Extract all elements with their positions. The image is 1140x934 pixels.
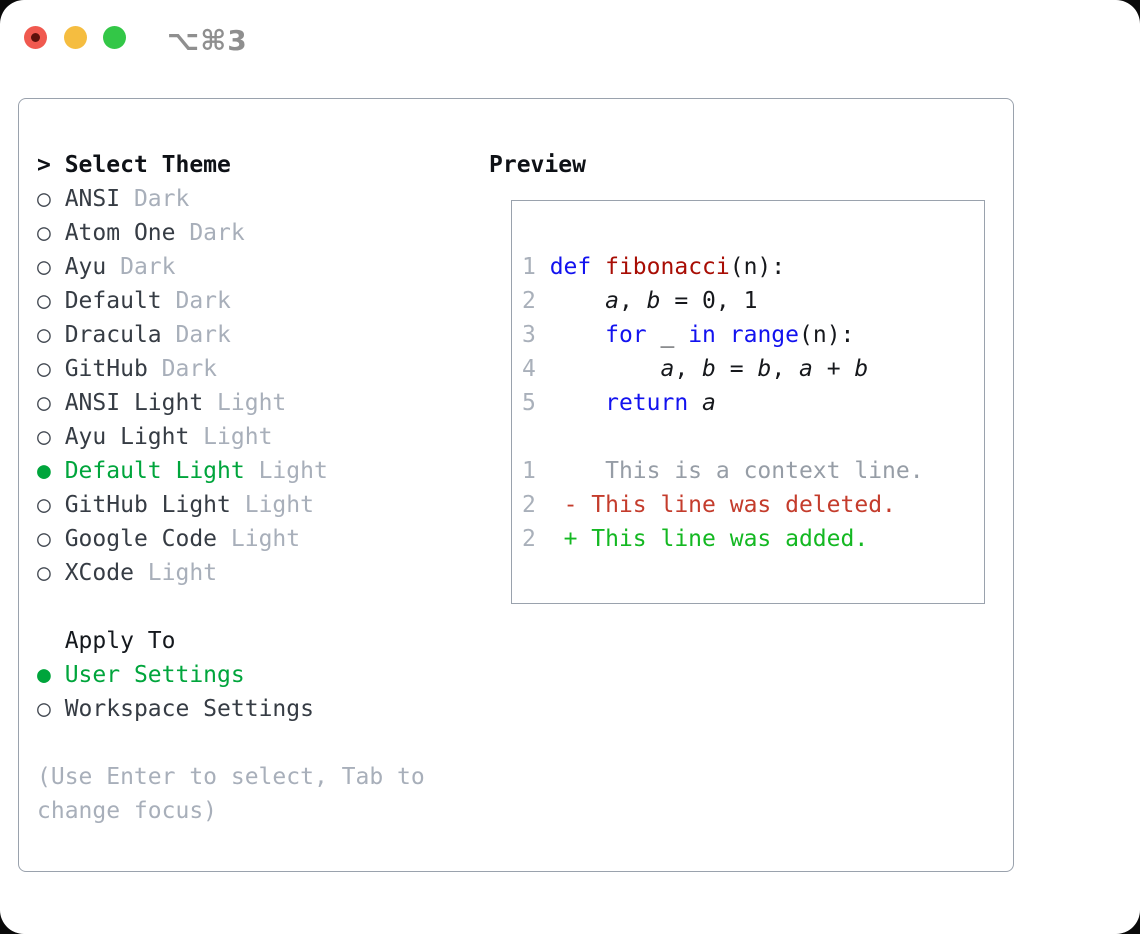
theme-option-ayu-light[interactable]: ○ Ayu Light Light [37,420,425,454]
option-label: Default Light [64,458,245,484]
code-line: 1 def fibonacci(n): [522,254,786,280]
theme-list-header: > Select Theme [37,148,425,182]
apply-to-header: Apply To [37,624,425,658]
radio-selected-icon: ● [37,662,65,688]
option-variant: Light [230,492,314,518]
radio-icon: ○ [37,424,65,450]
line-number: 1 [522,458,536,484]
radio-icon: ○ [37,560,65,586]
theme-option-default-light[interactable]: ● Default Light Light [37,454,425,488]
option-variant: Light [133,560,218,586]
radio-icon: ○ [37,526,65,552]
line-number: 4 [522,356,550,382]
radio-icon: ○ [37,254,65,280]
option-variant: Light [244,458,328,484]
code-line: 2 a, b = 0, 1 [522,288,758,314]
spacer [37,726,425,760]
option-label: ANSI Light [64,390,204,416]
prompt-icon: > [37,152,65,178]
radio-icon: ○ [37,492,65,518]
code-line [522,420,984,454]
theme-option-ansi-light[interactable]: ○ ANSI Light Light [37,386,425,420]
theme-option-github-light[interactable]: ○ GitHub Light Light [37,488,425,522]
code-line: 2 - This line was deleted. [522,492,896,518]
option-label: Google Code [64,526,218,552]
code-preview: 1 def fibonacci(n): 2 a, b = 0, 1 3 for _ … [522,250,984,556]
radio-icon: ○ [37,356,65,382]
option-label: Ayu [64,254,107,280]
theme-option-xcode[interactable]: ○ XCode Light [37,556,425,590]
theme-option-ansi[interactable]: ○ ANSI Dark [37,182,425,216]
zoom-button[interactable] [103,26,126,49]
apply-option-workspace-settings[interactable]: ○ Workspace Settings [37,692,425,726]
radio-selected-icon: ● [37,458,65,484]
option-label: Default [64,288,162,314]
theme-option-ayu[interactable]: ○ Ayu Dark [37,250,425,284]
option-label: Workspace Settings [64,696,314,722]
theme-option-github[interactable]: ○ GitHub Dark [37,352,425,386]
option-variant: Dark [161,288,231,314]
theme-option-atom-one[interactable]: ○ Atom One Dark [37,216,425,250]
option-label: GitHub [64,356,148,382]
code-line: 1 This is a context line. [522,458,924,484]
line-number: 1 [522,254,550,280]
preview-box: 1 def fibonacci(n): 2 a, b = 0, 1 3 for _ … [511,200,985,604]
minimize-button[interactable] [64,26,87,49]
theme-option-dracula[interactable]: ○ Dracula Dark [37,318,425,352]
title-bar: ⌥⌘3 [0,0,1140,74]
option-variant: Dark [161,322,231,348]
close-button[interactable] [24,26,47,49]
theme-list-title: Select Theme [64,152,231,178]
option-label: User Settings [64,662,245,688]
option-label: XCode [64,560,134,586]
line-number: 2 [522,526,536,552]
radio-icon: ○ [37,220,65,246]
option-label: Atom One [64,220,176,246]
apply-to-title: Apply To [37,628,176,654]
hint-text: (Use Enter to select, Tab to [37,764,425,790]
option-variant: Dark [175,220,245,246]
option-variant: Light [217,526,301,552]
option-label: Ayu Light [64,424,190,450]
code-line: 4 a, b = b, a + b [522,356,869,382]
radio-icon: ○ [37,322,65,348]
preview-title: Preview [489,152,586,178]
line-number: 2 [522,492,536,518]
radio-icon: ○ [37,696,65,722]
hint-text: change focus) [37,798,218,824]
theme-option-google-code[interactable]: ○ Google Code Light [37,522,425,556]
code-line: 5 return a [522,390,716,416]
code-line: 3 for _ in range(n): [522,322,855,348]
option-label: Dracula [64,322,162,348]
theme-option-default[interactable]: ○ Default Dark [37,284,425,318]
apply-option-user-settings[interactable]: ● User Settings [37,658,425,692]
option-variant: Light [189,424,273,450]
window-title: ⌥⌘3 [167,24,248,57]
line-number: 3 [522,322,550,348]
option-variant: Light [203,390,287,416]
code-line: 2 + This line was added. [522,526,869,552]
theme-list: > Select Theme○ ANSI Dark○ Atom One Dark… [37,148,425,828]
option-label: ANSI [64,186,121,212]
option-label: GitHub Light [64,492,231,518]
option-variant: Dark [106,254,176,280]
spacer [37,590,425,624]
radio-icon: ○ [37,288,65,314]
option-variant: Dark [120,186,190,212]
option-variant: Dark [147,356,218,382]
line-number: 2 [522,288,550,314]
line-number: 5 [522,390,550,416]
radio-icon: ○ [37,186,65,212]
radio-icon: ○ [37,390,65,416]
